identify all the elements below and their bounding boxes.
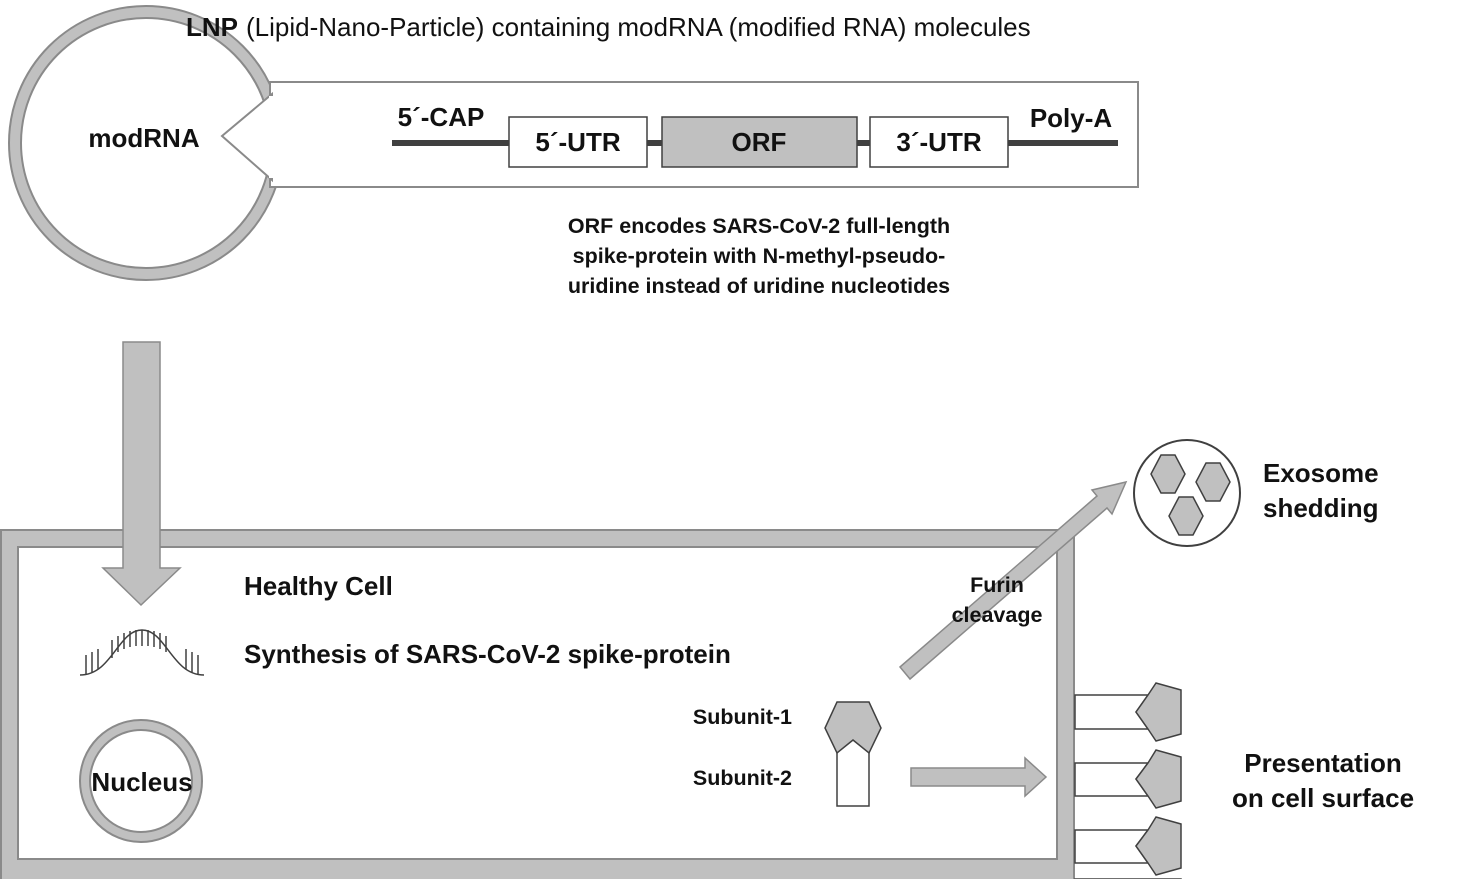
furin-arrow [898, 480, 1128, 681]
to-surface-arrow [910, 756, 1048, 798]
exosome-particle-3 [1168, 496, 1204, 536]
surface-spike-1 [1074, 682, 1182, 742]
synthesis-label: Synthesis of SARS-CoV-2 spike-protein [244, 639, 731, 669]
orf-box [661, 116, 858, 168]
nucleus: Nucleus [79, 719, 203, 843]
presentation-label-line-1: Presentation [1244, 748, 1402, 778]
utr3-label: 3´-UTR [896, 127, 981, 157]
cell-title: Healthy Cell [244, 571, 393, 601]
rna-construct: 5´-CAP 5´-UTR ORF 3´-UTR Poly-A [392, 102, 1118, 168]
surface-spike-3 [1074, 816, 1182, 876]
exosome-particle-1 [1150, 454, 1186, 494]
subunit2-shape [836, 739, 870, 807]
orf-note-line-3: uridine instead of uridine nucleotides [568, 274, 950, 298]
lnp-description: (Lipid-Nano-Particle) containing modRNA … [246, 12, 1031, 42]
modrna-label: modRNA [88, 123, 199, 153]
orf-label: ORF [732, 127, 787, 157]
exosome-label-line-2: shedding [1263, 493, 1379, 523]
orf-note: ORF encodes SARS-CoV-2 full-length spike… [568, 214, 950, 298]
utr3-box [869, 116, 1009, 168]
nucleus-label: Nucleus [91, 767, 192, 797]
spike-protein [824, 701, 882, 807]
exosome-particle-2 [1195, 462, 1231, 502]
exosome [1133, 439, 1241, 547]
page-title: LNP (Lipid-Nano-Particle) containing modR… [186, 12, 1031, 42]
utr5-label: 5´-UTR [535, 127, 620, 157]
entry-arrow [101, 341, 182, 607]
orf-note-line-2: spike-protein with N-methyl-pseudo- [573, 244, 946, 268]
presentation-label-line-2: on cell surface [1232, 783, 1414, 813]
surface-spike-2 [1074, 749, 1182, 809]
furin-label-line-2: cleavage [952, 603, 1043, 627]
exosome-label-line-1: Exosome [1263, 458, 1379, 488]
subunit1-shape [824, 701, 882, 755]
subunit1-label: Subunit-1 [693, 705, 792, 729]
lnp-abbr: LNP [186, 12, 238, 42]
utr5-box [508, 116, 648, 168]
surface-spikes [1074, 682, 1182, 879]
furin-label-line-1: Furin [970, 573, 1024, 597]
subunit2-label: Subunit-2 [693, 766, 792, 790]
orf-note-line-1: ORF encodes SARS-CoV-2 full-length [568, 214, 950, 238]
mrna-translation-icon [79, 629, 205, 676]
polya-label: Poly-A [1030, 103, 1113, 133]
cap-label: 5´-CAP [398, 102, 485, 132]
